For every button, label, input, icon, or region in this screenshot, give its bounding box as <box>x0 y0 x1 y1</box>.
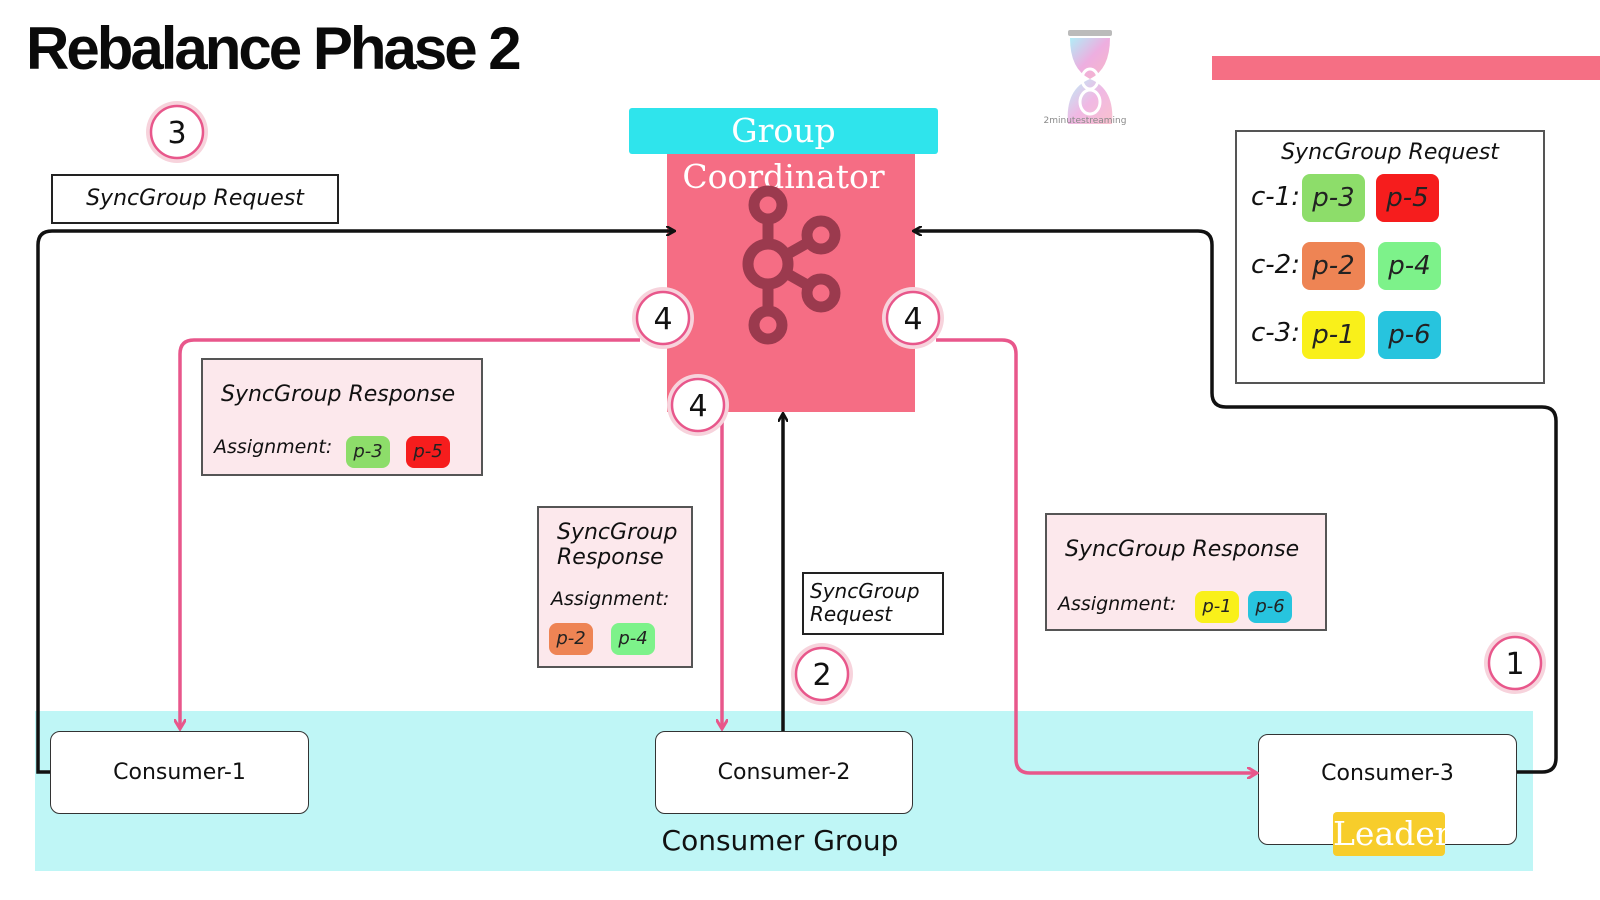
response-title-line-2: Response <box>557 545 664 570</box>
response-title: SyncGroup Response <box>221 382 456 407</box>
leader-badge: Leader <box>1333 812 1451 856</box>
step-1-marker: 1 <box>1482 630 1548 696</box>
syncgroup-request-label-consumer-2: SyncGroup Request <box>802 572 944 635</box>
partition-chip: p-1 <box>1302 311 1365 359</box>
group-coordinator-label: Group Coordinator <box>629 108 938 196</box>
legend-row-label: c-3: <box>1251 318 1300 348</box>
partition-chip: p-3 <box>346 436 390 468</box>
legend-row-label: c-2: <box>1251 250 1300 280</box>
syncgroup-response-consumer-3: SyncGroup Response Assignment: p-1 p-6 <box>1045 513 1327 631</box>
request-line-2: Request <box>810 602 893 626</box>
partition-chip: p-6 <box>1248 591 1292 623</box>
step-number: 4 <box>903 302 922 337</box>
arrow-syncgroup-request-consumer-1 <box>36 231 674 774</box>
partition-chip: p-2 <box>549 623 593 655</box>
step-4-marker-consumer-3: 4 <box>880 285 946 351</box>
syncgroup-response-consumer-2: SyncGroup Response Assignment: p-2 p-4 <box>537 506 693 668</box>
step-number: 3 <box>167 116 186 151</box>
partition-chip: p-5 <box>1376 174 1439 222</box>
consumer-1-box: Consumer-1 <box>50 731 309 814</box>
assignment-label: Assignment: <box>1058 593 1177 615</box>
partition-chip: p-5 <box>406 436 450 468</box>
brand-name: 2minutestreaming <box>1043 116 1127 126</box>
step-2-marker: 2 <box>789 641 855 707</box>
step-4-marker-consumer-2: 4 <box>665 372 731 438</box>
partition-chip: p-6 <box>1378 311 1441 359</box>
response-title: SyncGroup Response <box>557 520 677 570</box>
consumer-2-box: Consumer-2 <box>655 731 913 814</box>
hourglass-logo-icon <box>1067 30 1113 124</box>
assignment-label: Assignment: <box>214 436 333 458</box>
arrow-syncgroup-response-consumer-1 <box>180 338 640 728</box>
step-3-marker: 3 <box>144 99 210 165</box>
legend-title: SyncGroup Request <box>1281 140 1499 165</box>
syncgroup-request-label-consumer-1: SyncGroup Request <box>51 174 339 224</box>
header-accent-bar <box>1212 56 1600 80</box>
response-title: SyncGroup Response <box>1065 537 1300 562</box>
partition-chip: p-1 <box>1195 591 1239 623</box>
kafka-logo-icon <box>742 185 841 345</box>
step-number: 2 <box>812 658 831 693</box>
arrow-syncgroup-request-consumer-3 <box>914 231 1558 774</box>
partition-chip: p-3 <box>1302 174 1365 222</box>
request-line-1: SyncGroup <box>810 579 920 603</box>
syncgroup-request-legend: SyncGroup Request c-1: p-3 p-5 c-2: p-2 … <box>1235 130 1545 384</box>
legend-row-label: c-1: <box>1251 182 1300 212</box>
step-number: 4 <box>653 302 672 337</box>
consumer-3-label: Consumer-3 <box>1321 761 1454 786</box>
partition-chip: p-2 <box>1302 242 1365 290</box>
step-4-marker-consumer-1: 4 <box>630 285 696 351</box>
assignment-label: Assignment: <box>551 588 670 610</box>
page-title: Rebalance Phase 2 <box>26 15 522 82</box>
partition-chip: p-4 <box>611 623 655 655</box>
syncgroup-response-consumer-1: SyncGroup Response Assignment: p-3 p-5 <box>201 358 483 476</box>
arrow-syncgroup-response-consumer-3 <box>936 338 1256 773</box>
partition-chip: p-4 <box>1378 242 1441 290</box>
consumer-group-label: Consumer Group <box>661 824 899 857</box>
step-number: 4 <box>688 389 707 424</box>
response-title-line-1: SyncGroup <box>557 520 678 545</box>
step-number: 1 <box>1505 647 1524 682</box>
